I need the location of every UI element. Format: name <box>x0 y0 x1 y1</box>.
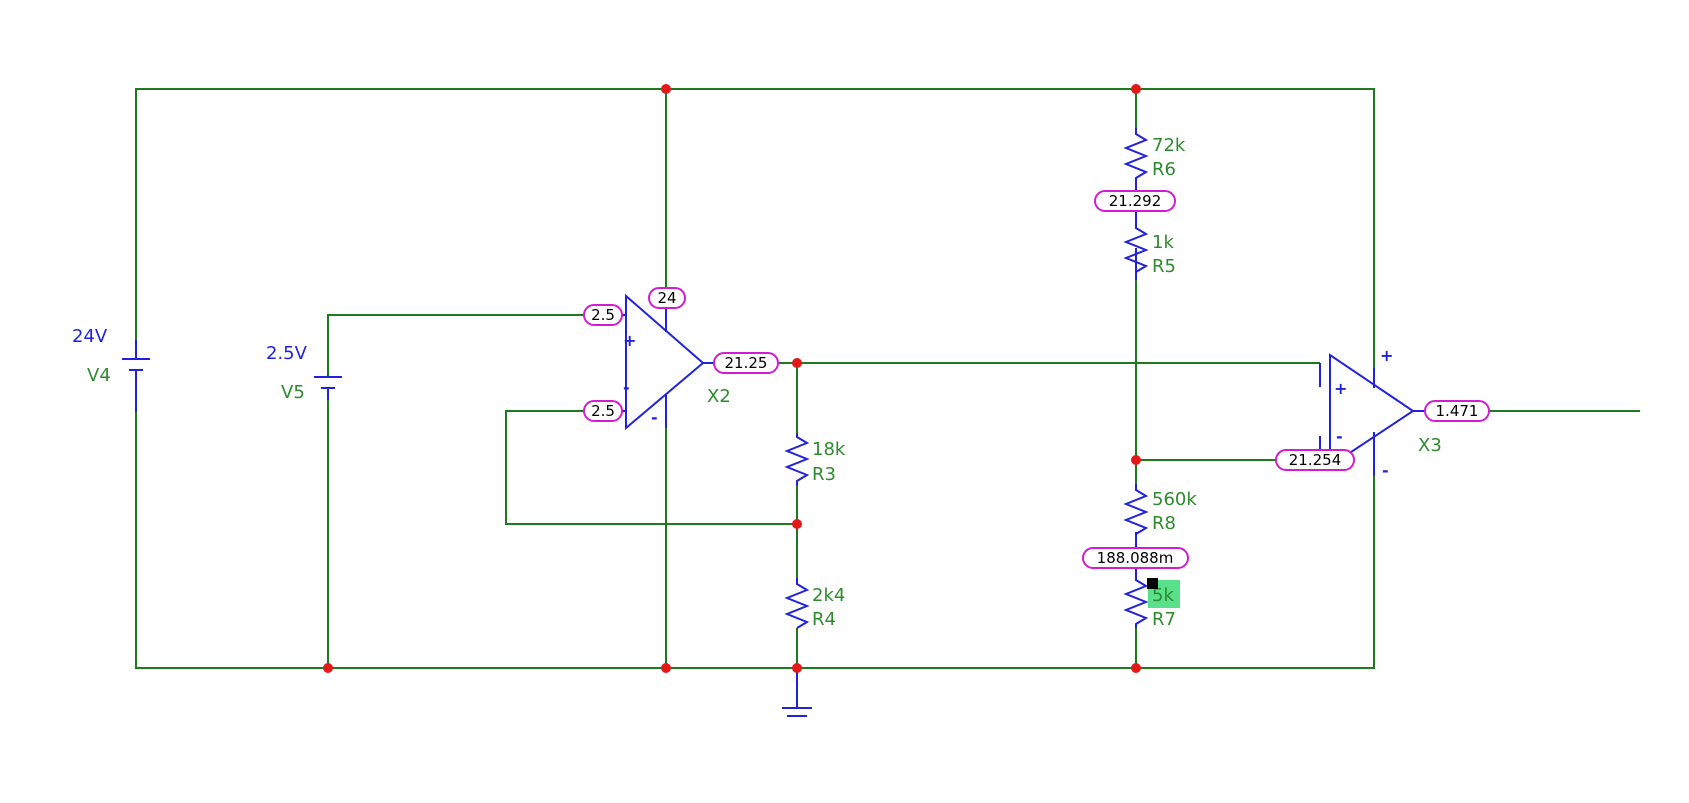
svg-text:2.5: 2.5 <box>591 306 615 324</box>
resistor-r7[interactable] <box>1123 570 1149 628</box>
wire-feedback[interactable] <box>505 410 797 525</box>
svg-text:1.471: 1.471 <box>1436 402 1479 420</box>
component-leads <box>135 248 1480 578</box>
v5-name-label: V5 <box>281 382 305 403</box>
probe-x3-output[interactable]: 1.471 <box>1424 400 1490 422</box>
probe-x2-minus[interactable]: 2.5 <box>583 400 623 422</box>
r7-name-label: R7 <box>1152 609 1176 630</box>
x2-plus-sign: + <box>623 331 636 350</box>
r6-value-label: 72k <box>1152 135 1186 156</box>
node <box>661 663 671 673</box>
edit-cursor-icon <box>1147 578 1158 589</box>
x3-v-plus-sign: + <box>1380 346 1393 365</box>
wire-top-rail[interactable] <box>135 88 1375 368</box>
battery-v4[interactable] <box>122 340 150 412</box>
r8-name-label: R8 <box>1152 513 1176 534</box>
resistor-r6[interactable] <box>1123 128 1149 190</box>
r3-value-label: 18k <box>812 439 846 460</box>
wires <box>135 88 1640 708</box>
svg-text:21.292: 21.292 <box>1109 192 1162 210</box>
x3-v-minus-sign: - <box>1382 461 1389 480</box>
node <box>1131 663 1141 673</box>
probe-x3-minus[interactable]: 21.254 <box>1275 449 1355 471</box>
probe-x2-supply[interactable]: 24 <box>648 287 686 309</box>
opamp-x2[interactable] <box>625 293 705 431</box>
resistor-r5[interactable] <box>1123 212 1149 280</box>
junction-nodes <box>323 84 1141 673</box>
probe-r6-r5[interactable]: 21.292 <box>1094 190 1176 212</box>
wire-bottom-rail[interactable] <box>135 412 1375 669</box>
probe-x2-output[interactable]: 21.25 <box>713 352 779 374</box>
node <box>1131 84 1141 94</box>
resistor-r4[interactable] <box>784 578 810 629</box>
r6-name-label: R6 <box>1152 159 1176 180</box>
x3-name-label: X3 <box>1418 435 1442 456</box>
node <box>323 663 333 673</box>
r8-value-label: 560k <box>1152 489 1197 510</box>
svg-text:188.088m: 188.088m <box>1097 549 1174 567</box>
node <box>792 519 802 529</box>
node <box>1131 455 1141 465</box>
resistor-r8[interactable] <box>1123 484 1149 548</box>
x2-name-label: X2 <box>707 386 731 407</box>
v4-value-label: 24V <box>72 326 108 347</box>
battery-v5[interactable] <box>314 376 342 400</box>
x2-minus-sign: - <box>623 378 630 397</box>
svg-text:21.254: 21.254 <box>1289 451 1342 469</box>
r4-value-label: 2k4 <box>812 585 845 606</box>
r4-name-label: R4 <box>812 609 836 630</box>
x2-v-minus-sign: - <box>651 408 658 427</box>
wire-v5-to-x2-plus[interactable] <box>327 314 584 375</box>
svg-text:2.5: 2.5 <box>591 402 615 420</box>
resistor-r3[interactable] <box>784 433 810 486</box>
probe-x2-plus[interactable]: 2.5 <box>583 304 623 326</box>
r7-value-label: 5k <box>1152 585 1174 606</box>
ground-symbol <box>782 668 812 717</box>
v5-value-label: 2.5V <box>266 343 308 364</box>
v4-name-label: V4 <box>87 365 111 386</box>
svg-text:24: 24 <box>657 289 676 307</box>
svg-text:21.25: 21.25 <box>725 354 768 372</box>
x3-minus-sign: - <box>1336 427 1343 446</box>
x3-plus-sign: + <box>1334 379 1347 398</box>
node <box>792 358 802 368</box>
r5-value-label: 1k <box>1152 232 1174 253</box>
opamp-x3[interactable] <box>1329 353 1415 468</box>
node <box>661 84 671 94</box>
r3-name-label: R3 <box>812 464 836 485</box>
node <box>792 663 802 673</box>
probe-r8-r7[interactable]: 188.088m <box>1082 547 1189 569</box>
r5-name-label: R5 <box>1152 256 1176 277</box>
